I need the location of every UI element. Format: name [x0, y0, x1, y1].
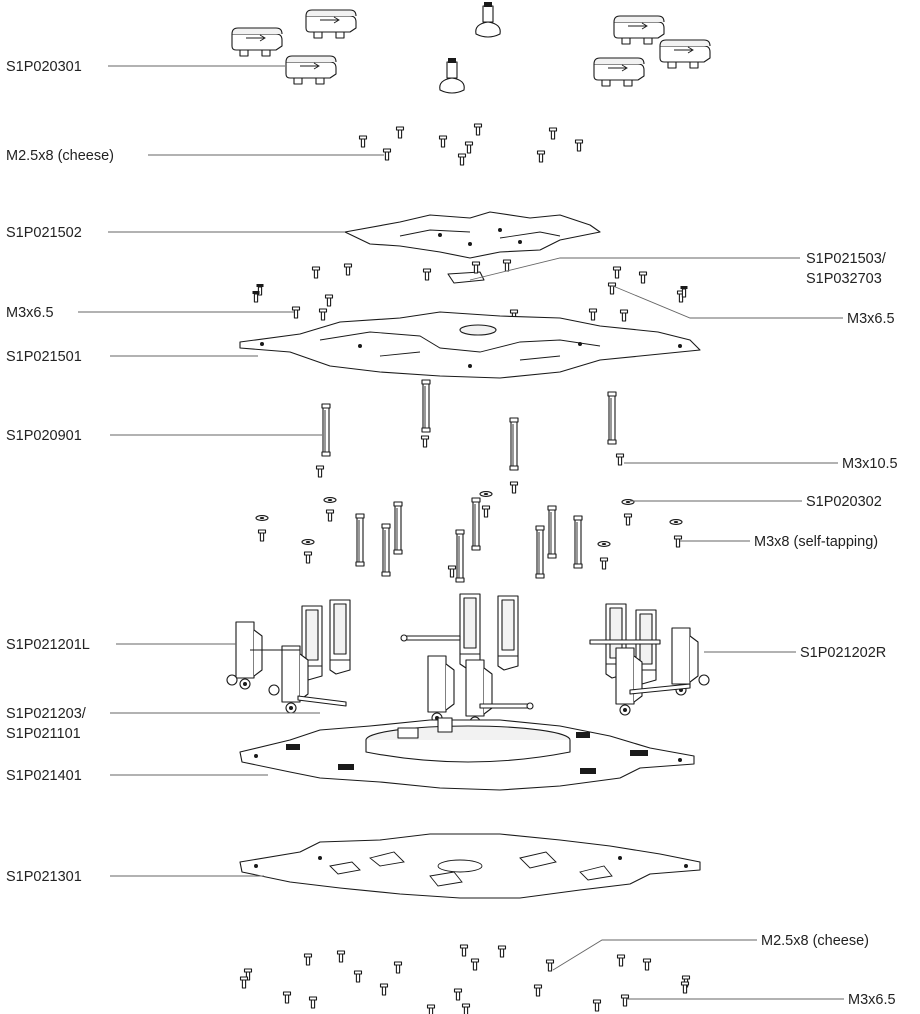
- long-standoffs: [315, 379, 625, 494]
- middle-plate: [239, 311, 701, 379]
- label-s1p021101: S1P021101: [6, 726, 81, 742]
- right-arm-bracket: [589, 603, 710, 716]
- label-s1p020301: S1P020301: [6, 59, 82, 75]
- label-s1p021201l: S1P021201L: [6, 637, 90, 653]
- leader-lines: [78, 65, 844, 1000]
- label-s1p021202r: S1P021202R: [800, 645, 886, 661]
- label-m2-5x8-cheese-bottom: M2.5x8 (cheese): [761, 933, 869, 949]
- label-m3x6-5-left: M3x6.5: [6, 305, 54, 321]
- label-s1p021501: S1P021501: [6, 349, 82, 365]
- label-m3x10-5: M3x10.5: [842, 456, 898, 472]
- m2-5x8-screws-top: [358, 123, 584, 166]
- top-plate: [344, 211, 601, 259]
- label-s1p021401: S1P021401: [6, 768, 82, 784]
- clip-parts: [231, 1, 711, 94]
- main-board: [239, 717, 695, 791]
- label-s1p021503: S1P021503/: [806, 251, 887, 267]
- washers-and-short-standoffs: [255, 491, 683, 583]
- label-s1p020302: S1P020302: [806, 494, 882, 510]
- label-s1p021502: S1P021502: [6, 225, 82, 241]
- label-m3x6-5-right: M3x6.5: [847, 311, 895, 327]
- bottom-screws: [239, 944, 691, 1014]
- part-labels: S1P020301 M2.5x8 (cheese) S1P021502 S1P0…: [6, 59, 898, 1008]
- label-s1p021301: S1P021301: [6, 869, 82, 885]
- label-m3x6-5-bottom: M3x6.5: [848, 992, 896, 1008]
- small-plate-and-screws: [251, 259, 689, 328]
- bottom-plate: [239, 833, 701, 899]
- label-s1p032703: S1P032703: [806, 271, 882, 287]
- label-s1p021203: S1P021203/: [6, 706, 87, 722]
- label-m2-5x8-cheese-top: M2.5x8 (cheese): [6, 148, 114, 164]
- label-m3x8-self-tapping: M3x8 (self-tapping): [754, 534, 878, 550]
- left-arm-bracket: [226, 599, 351, 714]
- center-brackets: [400, 593, 534, 728]
- label-s1p020901: S1P020901: [6, 428, 82, 444]
